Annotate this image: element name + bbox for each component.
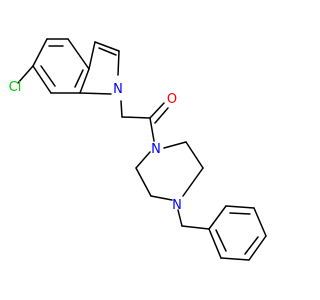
bond-c3-c2-inner	[98, 47, 117, 56]
atom-piperazine-nitrogen-bottom: N	[172, 198, 182, 213]
atom-chlorine: Cl	[9, 80, 22, 95]
bond-ph-6-1-inner	[215, 229, 227, 252]
bond-n1-c7a	[79, 92, 112, 95]
bond-ph-2-3-inner	[229, 212, 251, 215]
atom-piperazine-nitrogen-top: N	[151, 142, 161, 157]
atom-indole-nitrogen: N	[113, 82, 123, 97]
bond-ph-5-6	[220, 257, 250, 261]
molecule-diagram: Cl N O N N	[9, 38, 267, 261]
bond-co-o-second	[154, 107, 169, 124]
bond-ph-4-5	[248, 235, 267, 261]
bond-c6-c7	[32, 65, 52, 94]
bond-pip-n-bottom-left	[150, 195, 173, 201]
bond-ph-3-4	[253, 207, 267, 237]
bond-pip-left-upper	[135, 151, 151, 169]
bond-pip-n-top-right	[163, 141, 187, 149]
bond-c7a-c3a	[79, 68, 90, 94]
bond-benzyl-phenyl	[181, 225, 210, 230]
atom-carbonyl-oxygen: O	[167, 92, 177, 107]
bond-c6-cl	[17, 65, 34, 84]
molecule-structure: Cl N O N N	[9, 38, 267, 261]
bond-co-n4	[149, 117, 155, 142]
bond-ph-4-5-inner	[244, 236, 259, 255]
bond-n1-ch2	[120, 100, 123, 118]
bond-ph-1-2	[208, 205, 227, 230]
bond-c3a-c4	[67, 38, 90, 70]
bond-pip-right-lower	[182, 167, 204, 197]
bond-c6-c7-inner	[40, 65, 56, 87]
bond-c7a-c3a-inner	[74, 69, 84, 88]
bond-c2-n1	[117, 50, 120, 76]
bond-ph-2-3	[225, 205, 255, 209]
bond-c3-c2	[94, 41, 120, 52]
bonds	[17, 38, 267, 261]
bond-pip-left-lower	[135, 167, 152, 197]
bond-n-benzyl	[177, 209, 183, 227]
bond-ph-6-1	[208, 228, 222, 259]
bond-c3a-c3	[88, 41, 96, 70]
bond-ch2-co	[121, 116, 151, 119]
bond-co-o	[149, 102, 165, 119]
bond-c5-c6	[32, 38, 48, 67]
bond-pip-right-upper	[185, 141, 204, 169]
